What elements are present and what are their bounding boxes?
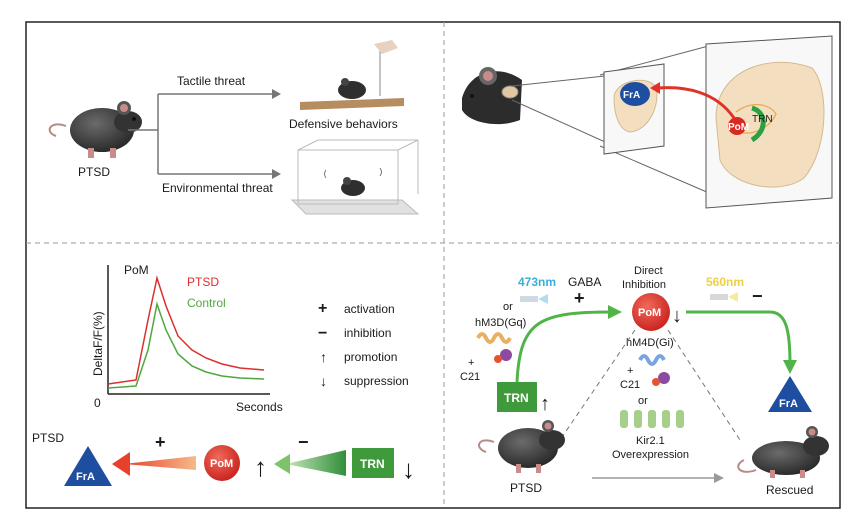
circuit-pom-node (204, 445, 240, 481)
rescued-label: Rescued (766, 483, 813, 497)
dashed-guide-left (559, 329, 636, 441)
inhibition-label: Inhibition (622, 279, 666, 291)
plus-c21-symbol-2: + (627, 365, 633, 377)
kir-channel-icon (620, 410, 684, 428)
fra-node (768, 376, 812, 412)
circuit-up-arrow: ↑ (254, 452, 267, 482)
branch-line (128, 94, 159, 174)
c21-label-2: C21 (620, 379, 640, 391)
pom-to-fra-arrow (686, 310, 792, 365)
fra-region-label: FrA (623, 90, 640, 101)
hm3d-label: hM3D(Gq) (475, 317, 526, 329)
or-label-2: or (638, 395, 648, 407)
panel-d: 473nm GABA + or hM3D(Gq) + C21 TRN ↑ Dir… (460, 265, 829, 497)
inhibition-minus-symbol: − (752, 286, 763, 306)
trn-node-label: TRN (504, 391, 529, 405)
c21-label-1: C21 (460, 371, 480, 383)
ptsd-trace (107, 275, 265, 385)
wave-473-label: 473nm (518, 275, 556, 289)
ptsd-mouse-icon (48, 101, 142, 158)
ptsd-mouse-icon-2 (478, 420, 565, 473)
projection-arrowhead (650, 82, 660, 94)
legend-ptsd: PTSD (187, 275, 219, 289)
circuit-ptsd-label: PTSD (32, 431, 64, 445)
outer-frame (25, 21, 841, 509)
frontal-slice-icon (603, 63, 665, 155)
rescued-mouse-icon (737, 426, 829, 478)
chart-region-label: PoM (124, 263, 149, 277)
overexpression-label: Overexpression (612, 449, 689, 461)
projection-lines (511, 43, 717, 197)
origin-label: 0 (94, 396, 101, 410)
defensive-behaviors-label: Defensive behaviors (289, 117, 398, 131)
circuit-down-arrow: ↓ (402, 454, 415, 484)
fra-node-label: FrA (779, 398, 798, 410)
ptsd-mouse-label: PTSD (510, 481, 542, 495)
key-promotion-label: promotion (344, 350, 397, 364)
trn-to-pom-arrow (286, 450, 346, 476)
ptsd-label: PTSD (78, 165, 110, 179)
pom-to-fra-arrowhead (783, 360, 797, 374)
trn-to-pom-arrow (515, 310, 613, 383)
control-trace (107, 301, 265, 389)
pom-node-label: PoM (638, 307, 661, 319)
hm3d-receptor-icon (476, 332, 512, 363)
key-down-symbol: ↓ (320, 373, 327, 389)
environmental-threat-label: Environmental threat (162, 181, 273, 195)
panel-c: PoM PTSD Control 0 Seconds DeltaF/F(%) +… (32, 263, 415, 486)
circuit-trn-node (352, 448, 394, 478)
circuit-fra-label: FrA (76, 471, 95, 483)
key-suppression-label: suppression (344, 374, 409, 388)
key-activation-label: activation (344, 302, 395, 316)
key-plus-symbol: + (318, 300, 327, 317)
rescue-arrowhead (714, 473, 724, 483)
pom-region-label: PoM (728, 122, 749, 133)
wave-560-label: 560nm (706, 275, 744, 289)
panel-b: FrA PoM TRN (462, 35, 833, 209)
key-up-symbol: ↑ (320, 349, 327, 365)
environmental-arrowhead (272, 169, 281, 179)
key-minus-symbol: − (318, 325, 327, 342)
hm4d-receptor-icon (638, 354, 670, 386)
kir-label: Kir2.1 (636, 435, 665, 447)
laser-560-icon (710, 294, 728, 300)
tactile-arrowhead (272, 89, 281, 99)
plus-c21-symbol-1: + (468, 357, 474, 369)
hm4d-label: hM4D(Gi) (626, 337, 674, 349)
pom-to-fra-arrowhead (112, 452, 130, 476)
thalamic-slice-icon (705, 35, 833, 209)
trn-to-pom-arrowhead (608, 305, 622, 319)
y-axis-label: DeltaF/F(%) (91, 311, 105, 376)
x-axis-label: Seconds (236, 400, 283, 414)
dashed-guide-right (667, 329, 741, 441)
key-inhibition-label: inhibition (344, 326, 391, 340)
tactile-scene-icon (300, 40, 404, 110)
panel-a: PTSD Tactile threat Environmental threat… (48, 40, 420, 215)
gaba-label: GABA (568, 275, 601, 289)
or-label-1: or (503, 301, 513, 313)
trn-up-arrow: ↑ (540, 393, 550, 415)
projection-arrow (657, 86, 736, 119)
circuit-pom-label: PoM (210, 458, 233, 470)
direct-label: Direct (634, 265, 663, 277)
circuit-trn-label: TRN (360, 457, 385, 471)
circuit-plus-symbol: + (155, 432, 166, 452)
tactile-threat-label: Tactile threat (177, 74, 246, 88)
fra-triangle (64, 446, 112, 486)
mouse-head-icon (462, 67, 522, 125)
trn-to-pom-arrowhead (274, 454, 290, 474)
trn-node (497, 382, 537, 412)
environment-box-icon (290, 139, 420, 215)
trn-region-label: TRN (752, 114, 773, 125)
pom-down-arrow: ↓ (672, 305, 682, 327)
pom-to-fra-arrow (124, 456, 196, 470)
pom-node (632, 293, 670, 331)
legend-control: Control (187, 296, 226, 310)
activation-plus-symbol: + (574, 288, 585, 308)
laser-473-icon (520, 296, 538, 302)
circuit-minus-symbol: − (298, 432, 309, 452)
